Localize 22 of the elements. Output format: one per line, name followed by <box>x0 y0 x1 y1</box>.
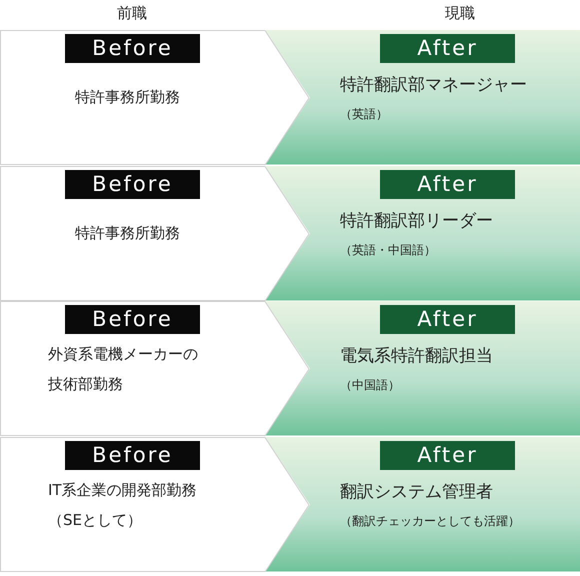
job-title: 翻訳システム管理者 <box>340 480 493 504</box>
before-tag: Before <box>65 170 200 198</box>
after-tag: After <box>380 440 515 470</box>
before-tag: Before <box>65 440 200 470</box>
job-title: 特許翻訳部リーダー <box>340 210 493 232</box>
job-note: （翻訳チェッカーとしても活躍） <box>340 512 520 530</box>
job-title: 特許事務所勤務 <box>75 222 180 244</box>
column-heading: 前職 <box>116 4 148 23</box>
job-note: （英語・中国語） <box>340 242 436 258</box>
after-tag: After <box>380 34 515 63</box>
job-title: 外資系電機メーカーの技術部勤務 <box>48 344 199 395</box>
job-title: IT系企業の開発部勤務（SEとして） <box>48 480 198 530</box>
job-title: 電気系特許翻訳担当 <box>340 345 493 368</box>
job-title: 特許翻訳部マネージャー <box>340 74 527 97</box>
before-tag: Before <box>65 305 200 334</box>
job-note: （英語） <box>340 106 388 123</box>
before-tag: Before <box>65 34 200 63</box>
job-title: 特許事務所勤務 <box>75 87 180 108</box>
after-tag: After <box>380 170 515 198</box>
column-heading: 現職 <box>444 4 476 23</box>
after-tag: After <box>380 305 515 334</box>
job-note: （中国語） <box>340 377 400 394</box>
